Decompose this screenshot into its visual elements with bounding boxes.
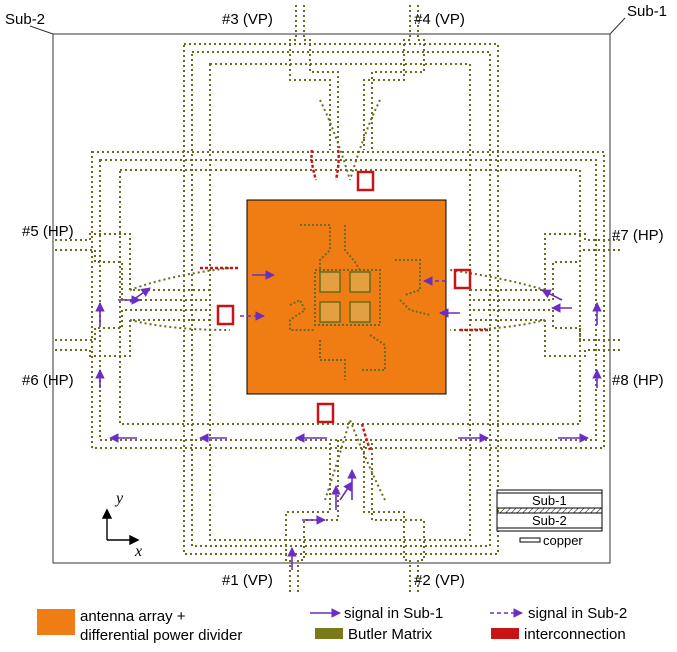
sub2-label: Sub-2: [5, 11, 45, 28]
interconnections: [200, 149, 490, 451]
port-4-label: #4 (VP): [414, 11, 465, 28]
legend: antenna array + differential power divid…: [37, 605, 627, 644]
axis-indicator: [101, 508, 140, 546]
legend-butler-text: Butler Matrix: [348, 626, 433, 643]
axis-y-label: y: [114, 490, 124, 507]
legend-antenna-line2: differential power divider: [80, 627, 242, 644]
legend-antenna-line1: antenna array +: [80, 608, 186, 625]
sub1-outline: [52, 33, 611, 564]
legend-interconnection-swatch: [491, 628, 519, 639]
port-8-label: #8 (HP): [612, 372, 664, 389]
legend-sub2-text: signal in Sub-2: [528, 605, 627, 622]
inset-sub2-label: Sub-2: [532, 513, 567, 528]
port-5-label: #5 (HP): [22, 223, 74, 240]
port-2-label: #2 (VP): [414, 572, 465, 589]
legend-interconnection-text: interconnection: [524, 626, 626, 643]
stackup-inset: [496, 489, 603, 543]
butler-matrix-network: [55, 5, 620, 592]
axis-x-label: x: [134, 543, 142, 560]
inset-sub1-label: Sub-1: [532, 493, 567, 508]
port-7-label: #7 (HP): [612, 227, 664, 244]
legend-antenna-swatch: [37, 609, 75, 635]
port-6-label: #6 (HP): [22, 372, 74, 389]
inset-copper-label: copper: [543, 533, 583, 548]
sub1-signal-arrows: [95, 270, 602, 570]
sub2-signal-arrows: [240, 276, 446, 321]
patch-feed-network: [289, 224, 431, 380]
legend-butler-swatch: [315, 628, 343, 639]
antenna-elements: [319, 271, 371, 323]
legend-sub1-text: signal in Sub-1: [344, 605, 443, 622]
port-3-label: #3 (VP): [222, 11, 273, 28]
sub1-label: Sub-1: [627, 3, 667, 20]
sub1-leader: [609, 17, 626, 35]
sub2-leader: [29, 25, 54, 35]
port-1-label: #1 (VP): [222, 572, 273, 589]
antenna-array-patch: [246, 199, 447, 395]
